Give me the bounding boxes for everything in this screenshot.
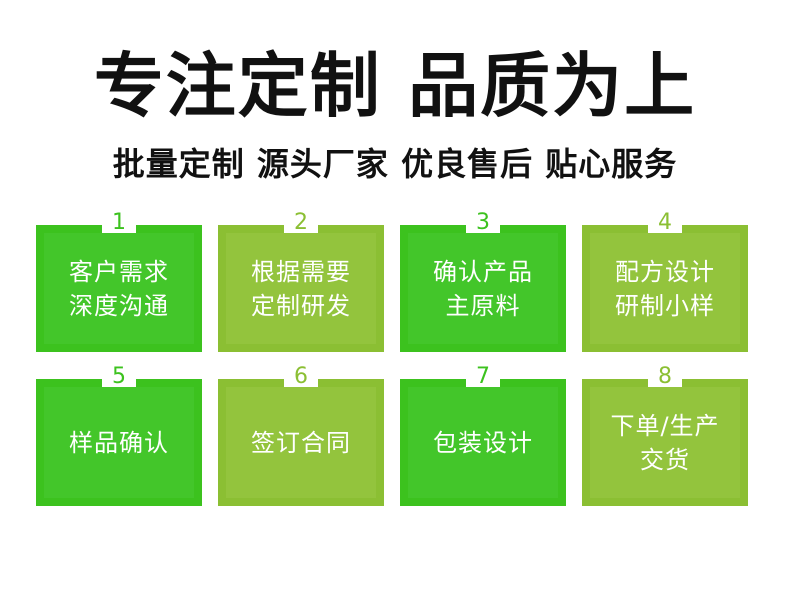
step-card-inner: 下单/生产 交货 [590, 387, 740, 498]
step-number-backdrop [648, 217, 682, 233]
step-label: 配方设计 研制小样 [615, 257, 715, 320]
step-label: 下单/生产 交货 [610, 411, 720, 474]
step-card-1: 1 客户需求 深度沟通 [36, 210, 202, 352]
step-number: 6 [294, 364, 308, 389]
step-card-inner: 配方设计 研制小样 [590, 233, 740, 344]
step-label: 确认产品 主原料 [433, 257, 533, 320]
page-subtitle: 批量定制 源头厂家 优良售后 贴心服务 [112, 145, 678, 183]
step-card-inner: 包装设计 [408, 387, 558, 498]
step-number: 7 [476, 364, 490, 389]
step-number: 4 [658, 210, 672, 235]
step-card-3: 3 确认产品 主原料 [400, 210, 566, 352]
page-title: 专注定制 品质为上 [93, 45, 697, 127]
step-card-inner: 根据需要 定制研发 [226, 233, 376, 344]
step-label: 样品确认 [69, 428, 169, 457]
step-number-backdrop [102, 217, 136, 233]
step-card-inner: 样品确认 [44, 387, 194, 498]
step-label: 包装设计 [433, 428, 533, 457]
step-card-8: 8 下单/生产 交货 [582, 364, 748, 506]
step-number-backdrop [284, 217, 318, 233]
step-label: 签订合同 [251, 428, 351, 457]
step-number: 5 [112, 364, 126, 389]
step-number-backdrop [466, 217, 500, 233]
step-number-backdrop [466, 371, 500, 387]
step-number-backdrop [648, 371, 682, 387]
step-card-5: 5 样品确认 [36, 364, 202, 506]
step-card-inner: 确认产品 主原料 [408, 233, 558, 344]
step-card-7: 7 包装设计 [400, 364, 566, 506]
step-number: 3 [476, 210, 490, 235]
step-card-6: 6 签订合同 [218, 364, 384, 506]
step-label: 根据需要 定制研发 [251, 257, 351, 320]
step-card-inner: 签订合同 [226, 387, 376, 498]
step-card-inner: 客户需求 深度沟通 [44, 233, 194, 344]
step-number-backdrop [284, 371, 318, 387]
step-number: 2 [294, 210, 308, 235]
step-card-4: 4 配方设计 研制小样 [582, 210, 748, 352]
step-number: 8 [658, 364, 672, 389]
step-card-2: 2 根据需要 定制研发 [218, 210, 384, 352]
step-number-backdrop [102, 371, 136, 387]
step-label: 客户需求 深度沟通 [69, 257, 169, 320]
step-number: 1 [112, 210, 126, 235]
